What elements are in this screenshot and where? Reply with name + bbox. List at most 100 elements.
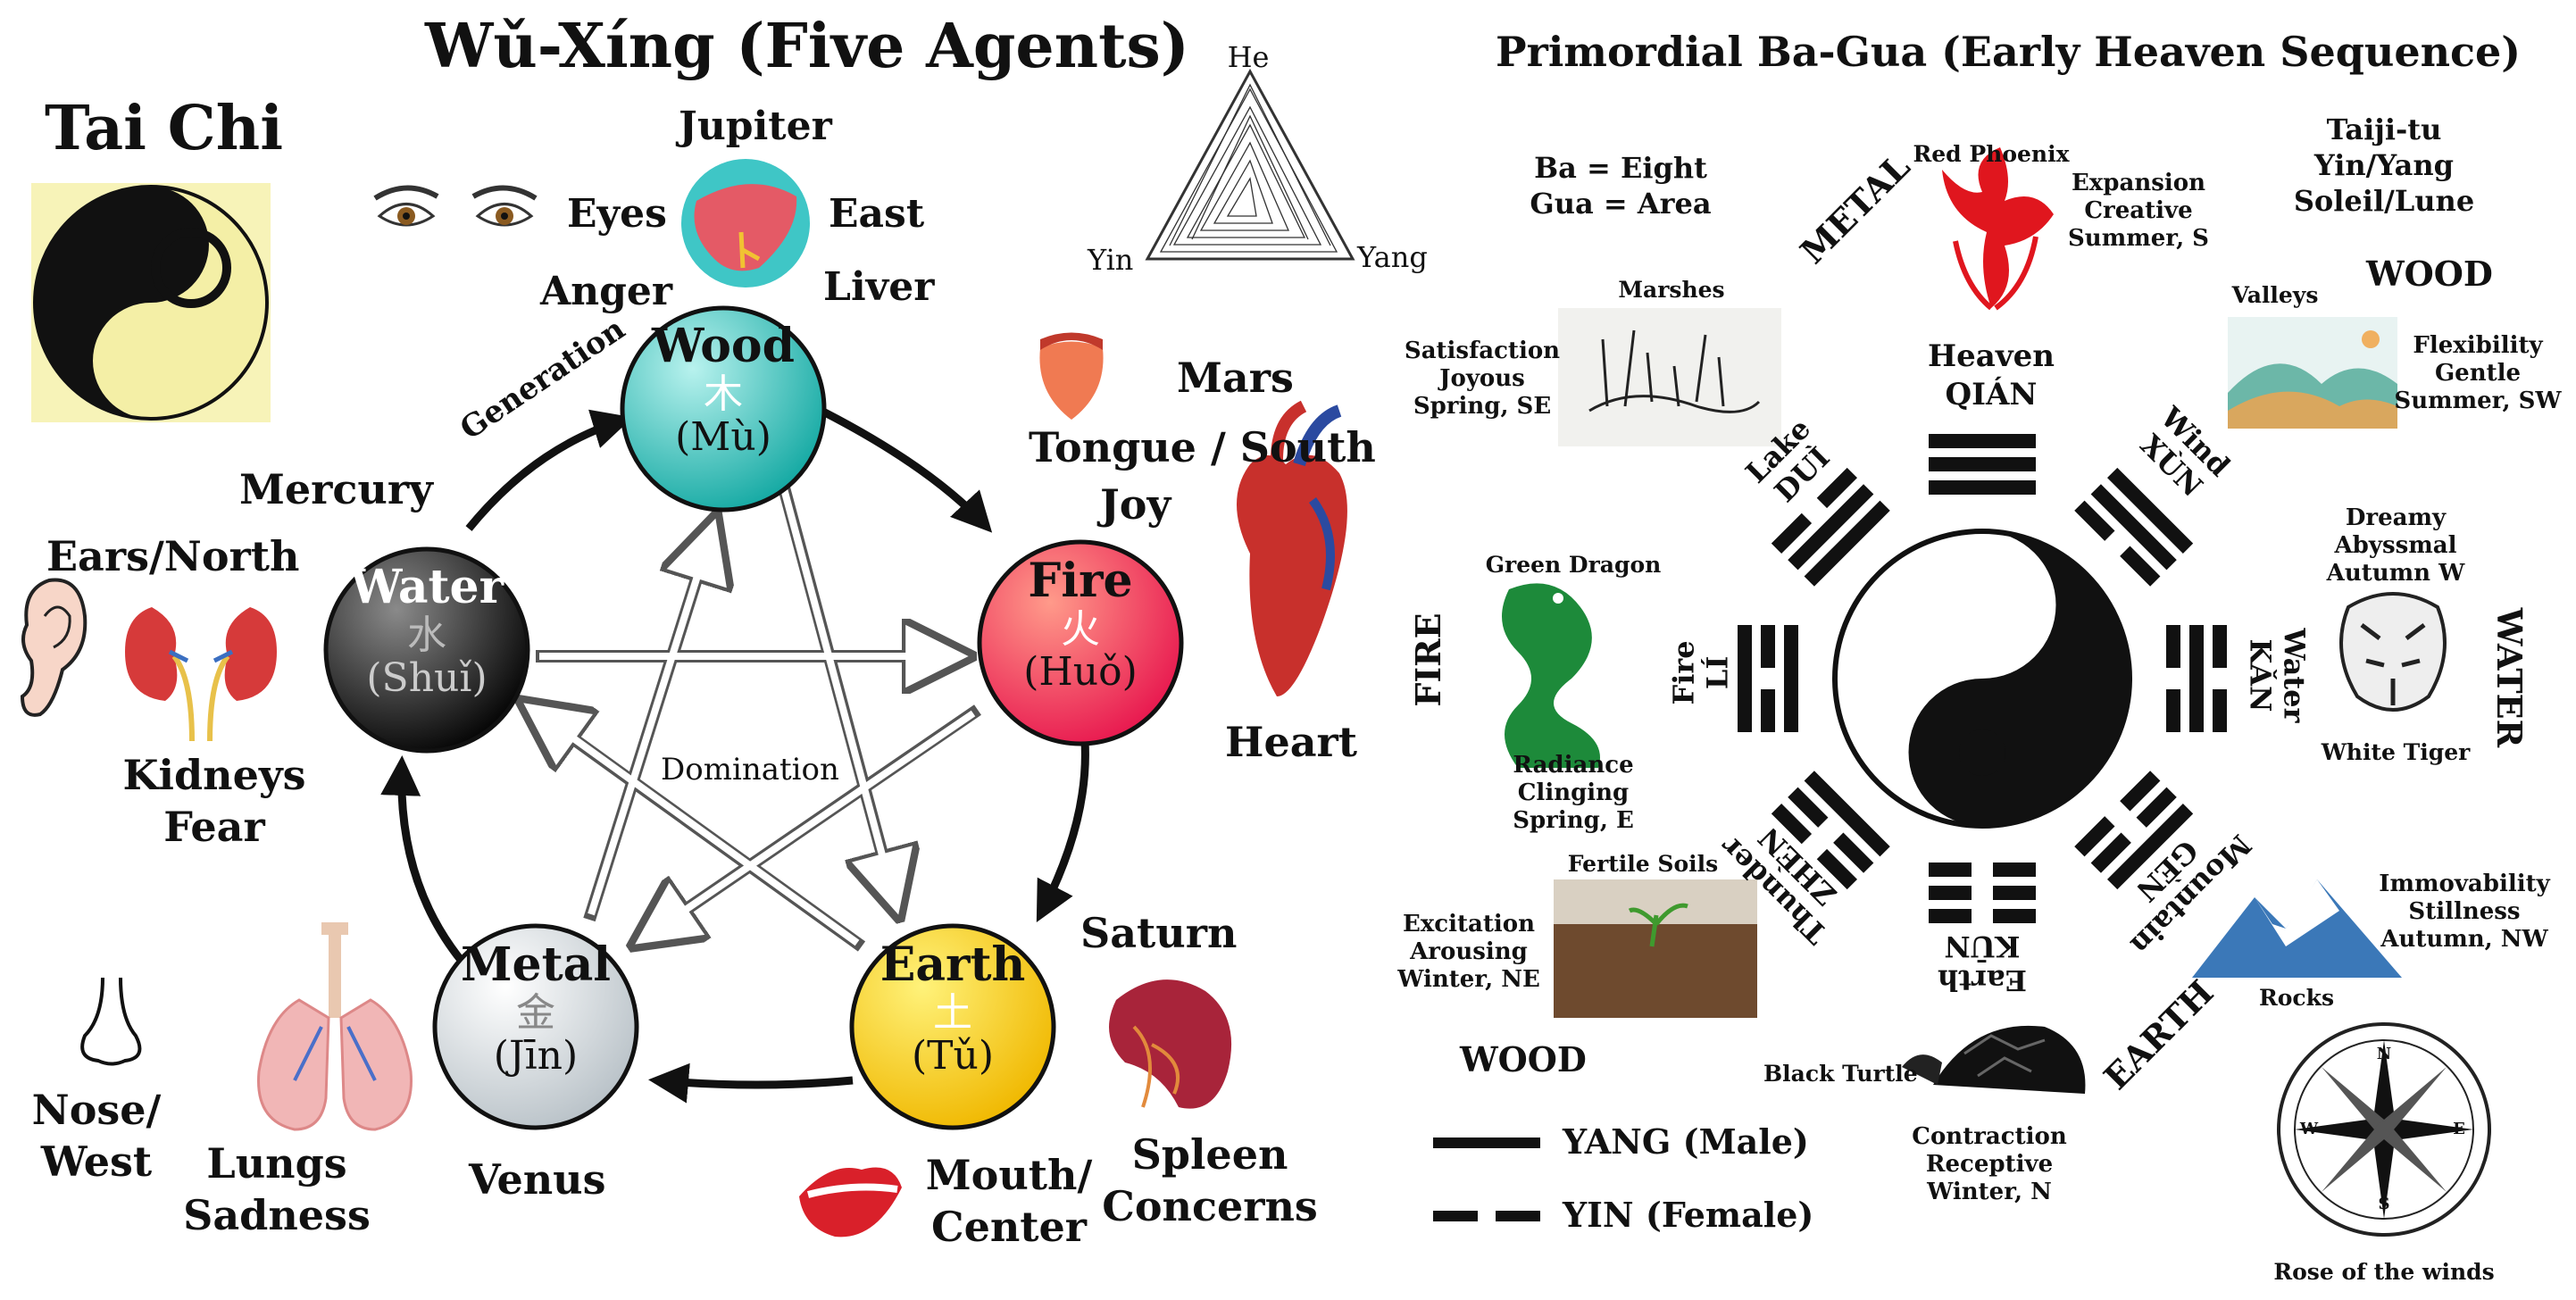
fire-planet: Mars [1177, 354, 1294, 402]
lungs-icon [257, 922, 413, 1131]
trigram-lake [1771, 467, 1890, 587]
earth-sense: Mouth/ Center [925, 1151, 1093, 1251]
yin-line [2166, 689, 2180, 732]
water-organ-emotion: Kidneys Fear [122, 751, 306, 851]
yin-line [1993, 909, 2036, 923]
metal-organ-emotion: Lungs Sadness [183, 1139, 371, 1239]
yin-line [2074, 816, 2115, 857]
yang-line [1804, 500, 1890, 587]
yin-line [1788, 787, 1829, 828]
trigram-wind [2074, 467, 2194, 587]
yin-line [1771, 804, 1813, 845]
white-tiger-label: White Tiger [2321, 739, 2471, 765]
fire-organ: Heart [1225, 718, 1358, 766]
fire-circle [977, 539, 1184, 746]
mountain-image [2192, 879, 2402, 978]
black-turtle-label: Black Turtle [1763, 1061, 1918, 1087]
bagua-title: Primordial Ba-Gua (Early Heaven Sequence… [1496, 28, 2522, 76]
eyes-icon [373, 185, 538, 227]
valleys-label: Valleys [2231, 282, 2319, 308]
yin-yang-symbol [1832, 529, 2132, 829]
yin-line [1833, 832, 1874, 873]
heart-icon [1237, 400, 1347, 696]
triangle-he: He [1227, 40, 1270, 74]
yin-line [1993, 862, 2036, 877]
metal-planet: Venus [469, 1155, 606, 1204]
wood-circle [620, 305, 827, 512]
water-sense: Ears/North [46, 532, 300, 580]
water-circle [323, 546, 530, 754]
triangle-yang: Yang [1357, 240, 1428, 274]
compass-e: E [2453, 1120, 2465, 1138]
trigram-water [2166, 625, 2227, 732]
yin-line [1771, 512, 1813, 554]
fertile-soils-label: Fertile Soils [1567, 851, 1719, 877]
earth-circle [849, 923, 1056, 1130]
water-trigram-description: Dreamy Abyssmal Autumn W [2326, 504, 2465, 588]
he-yin-yang-triangle [1145, 68, 1355, 261]
kidneys-icon [125, 607, 277, 742]
bagua-wood-bottom-label: WOOD [1460, 1039, 1587, 1079]
trigram-mountain [2074, 771, 2194, 890]
lake-description: Satisfaction Joyous Spring, SE [1404, 338, 1561, 421]
yang-line [2107, 467, 2194, 554]
earth-planet: Saturn [1080, 909, 1238, 957]
trigram-ring [1738, 434, 2227, 923]
wood-sense: Eyes [567, 191, 667, 237]
yang-line [1738, 625, 1752, 732]
valleys-image [2228, 317, 2397, 429]
wood-emotion: Anger [540, 269, 673, 314]
trigram-fire-label: Fire LÍ [1666, 640, 1735, 705]
red-phoenix-label: Red Phoenix [1913, 141, 2070, 167]
bagua-wood-top-label: WOOD [2366, 254, 2493, 294]
yin-line [2120, 546, 2161, 587]
fire-label: Fire 火 (Huǒ) [1023, 554, 1138, 695]
yin-line [2090, 832, 2131, 873]
metal-circle [432, 923, 639, 1130]
tai-chi-title: Tai Chi [45, 93, 284, 164]
earth-trigram-description: Contraction Receptive Winter, N [1912, 1123, 2067, 1206]
red-phoenix-icon [1942, 147, 2054, 311]
compass-n: N [2376, 1045, 2392, 1063]
yin-line [2166, 625, 2180, 668]
spleen-icon [1109, 979, 1232, 1109]
lips-icon [799, 1167, 902, 1238]
trigram-fire [1738, 625, 1798, 732]
water-planet: Mercury [239, 465, 433, 513]
thunder-description: Excitation Arousing Winter, NE [1397, 911, 1540, 994]
yin-line [1993, 886, 2036, 900]
green-dragon-icon [1502, 583, 1600, 768]
yin-line [2120, 771, 2161, 812]
rocks-label: Rocks [2258, 985, 2335, 1011]
compass-s: S [2378, 1195, 2390, 1213]
white-tiger-icon [2339, 592, 2447, 712]
yang-line [1804, 771, 1890, 857]
wood-label: Wood 木 (Mù) [652, 319, 795, 460]
ear-icon [20, 578, 88, 717]
yin-line [1816, 848, 1857, 890]
yang-line [1784, 625, 1798, 732]
yang-line [2090, 484, 2177, 571]
yang-line [1929, 480, 2036, 495]
wood-direction: East [829, 191, 925, 237]
bagua-water-label: WATER [2489, 607, 2530, 748]
black-turtle-icon [1902, 1025, 2086, 1094]
yin-line [1929, 862, 1972, 877]
yin-line [1816, 467, 1857, 509]
yin-line [1761, 625, 1775, 668]
phoenix-description: Expansion Creative Summer, S [2068, 170, 2209, 253]
taijitu-info: Taiji-tu Yin/Yang Soleil/Lune [2293, 112, 2475, 218]
ba-gua-definition: Ba = Eight Gua = Area [1530, 151, 1712, 221]
water-label: Water 水 (Shuǐ) [349, 560, 504, 701]
legend-yin-label: YIN (Female) [1563, 1195, 1814, 1235]
marshes-label: Marshes [1618, 277, 1725, 303]
trigram-heaven-label: Heaven QIÁN [1928, 338, 2055, 412]
yin-line [2074, 500, 2115, 541]
earth-label: Earth 土 (Tǔ) [880, 938, 1026, 1079]
trigram-thunder [1771, 771, 1890, 890]
compass-rose-icon [2277, 1022, 2491, 1237]
wuxing-title: Wǔ-Xíng (Five Agents) [425, 11, 1189, 82]
trigram-earth [1929, 862, 2036, 923]
fire-emotion: Joy [1100, 480, 1171, 529]
rose-of-winds-label: Rose of the winds [2273, 1259, 2495, 1285]
